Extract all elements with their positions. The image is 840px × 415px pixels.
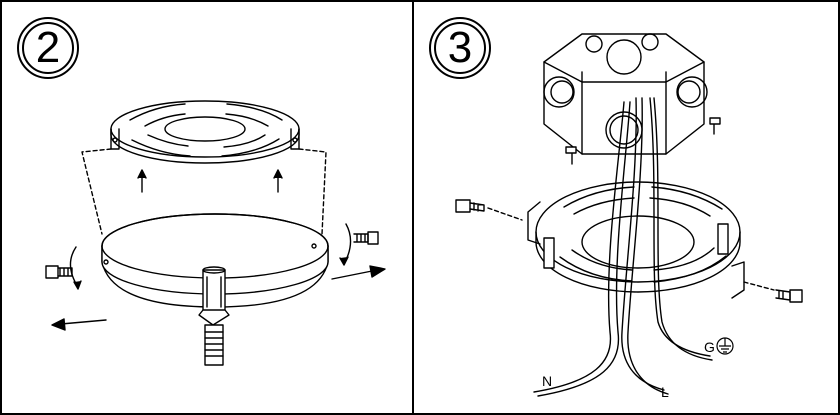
neutral-wire-label: N [542,373,552,389]
step-2-panel: 2 [0,0,414,415]
ground-wire-label: G [704,339,715,355]
step-3-number: 3 [447,23,473,72]
projection-lines [81,148,327,235]
screw-icon [45,265,73,279]
step-2-illustration [45,100,386,366]
step-3-illustration: N L G [455,33,803,400]
mounting-ring-plate [527,181,745,299]
rotation-arrow-icon [339,223,352,266]
screw-icon [455,199,523,221]
screw-icon [743,281,803,303]
step-2-number: 2 [35,23,61,72]
rotation-arrow-icon [69,246,82,290]
up-arrow-icon [137,169,283,193]
live-wire-label: L [661,384,669,400]
step-2-badge: 2 [17,17,79,79]
mounting-bracket-plate [110,100,300,164]
ground-symbol-icon [716,337,734,355]
step-3-badge: 3 [429,17,491,79]
threaded-stem [198,266,230,366]
wires [533,97,713,397]
step-3-panel: 3 [412,0,840,415]
screw-icon [353,231,379,245]
direction-arrow-icon [51,265,386,331]
junction-box [543,33,721,165]
